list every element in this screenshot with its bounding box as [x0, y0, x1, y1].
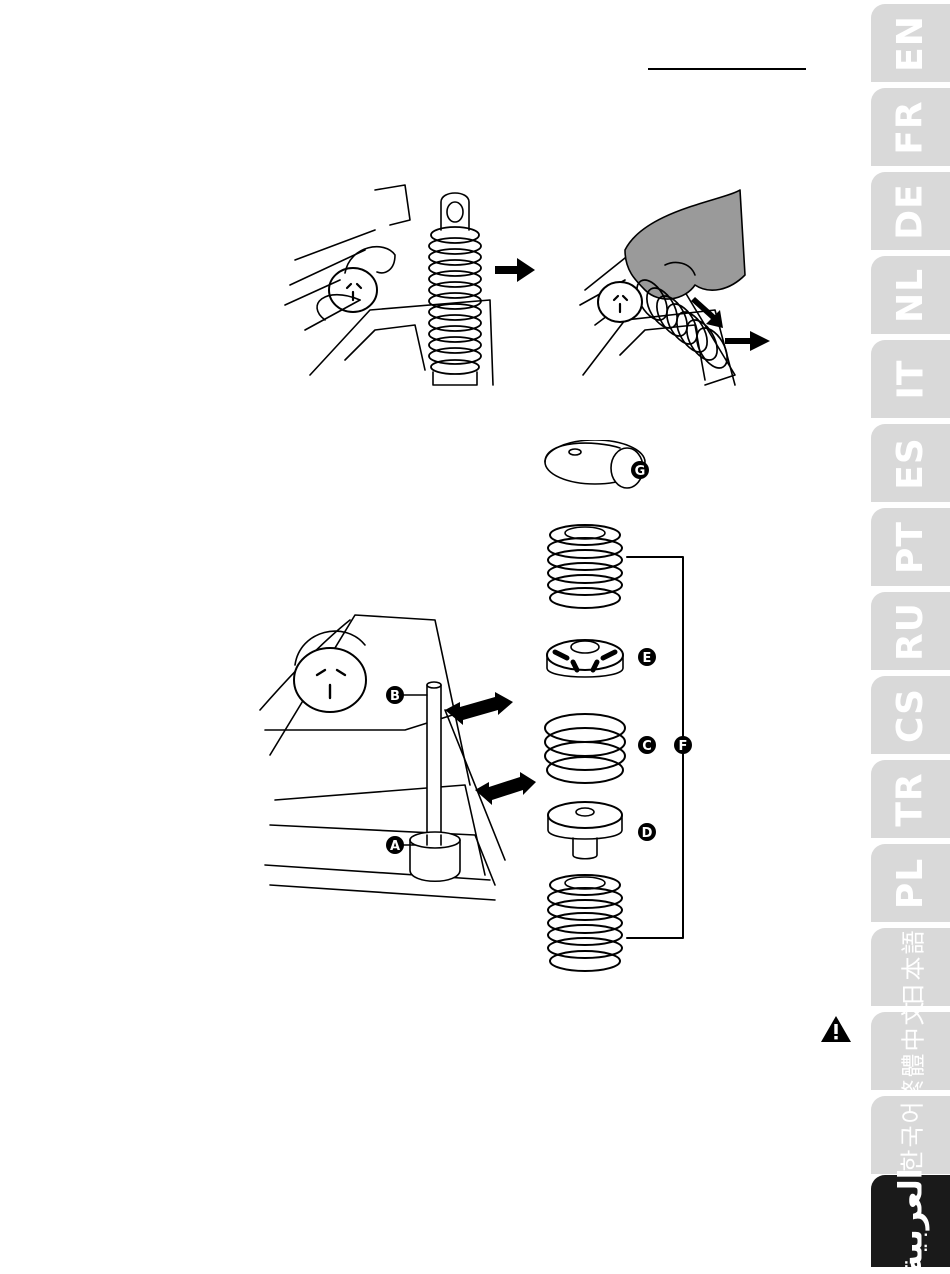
tab-label: PT — [890, 521, 931, 574]
tab-ru[interactable]: RU — [871, 592, 950, 670]
tab-it[interactable]: IT — [871, 340, 950, 418]
tab-zh-tw[interactable]: 繁體中文 — [871, 1012, 950, 1090]
callout-f: F — [679, 739, 688, 754]
callout-d: D — [642, 826, 653, 841]
tab-label: PL — [890, 857, 931, 908]
tab-pt[interactable]: PT — [871, 508, 950, 586]
tab-label: EN — [890, 15, 931, 72]
tab-pl[interactable]: PL — [871, 844, 950, 922]
tab-label: RU — [890, 602, 931, 661]
callout-c: C — [642, 739, 652, 754]
tab-label: FR — [890, 100, 931, 154]
tab-label: DE — [890, 183, 931, 239]
header-rule — [648, 68, 806, 70]
tab-en[interactable]: EN — [871, 4, 950, 82]
tab-label: IT — [890, 359, 931, 399]
figure-spring-removal — [265, 180, 785, 395]
tab-tr[interactable]: TR — [871, 760, 950, 838]
tab-fr[interactable]: FR — [871, 88, 950, 166]
tab-label: 日本語 — [893, 928, 928, 1006]
callout-g: G — [635, 464, 646, 479]
tab-label: ES — [890, 437, 931, 490]
warning-icon — [820, 1015, 852, 1043]
tab-label: 繁體中文 — [893, 999, 928, 1103]
tab-label: العربية — [892, 1168, 930, 1273]
tab-label: TR — [890, 772, 931, 826]
tab-label: NL — [890, 267, 931, 322]
callout-b: B — [390, 689, 400, 704]
callout-a: A — [390, 839, 400, 854]
tab-ko[interactable]: 한국어 — [871, 1096, 950, 1174]
tab-cs[interactable]: CS — [871, 676, 950, 754]
tab-nl[interactable]: NL — [871, 256, 950, 334]
language-tab-bar: EN FR DE NL IT ES PT RU CS TR PL 日本語 繁體中… — [871, 0, 950, 1267]
tab-ja[interactable]: 日本語 — [871, 928, 950, 1006]
figure-spring-assembly: G E C F D B A — [255, 440, 715, 985]
tab-label: 한국어 — [893, 1099, 928, 1171]
tab-es[interactable]: ES — [871, 424, 950, 502]
tab-label: CS — [890, 687, 931, 742]
tab-ar[interactable]: العربية — [871, 1175, 950, 1267]
tab-de[interactable]: DE — [871, 172, 950, 250]
callout-e: E — [643, 651, 652, 666]
